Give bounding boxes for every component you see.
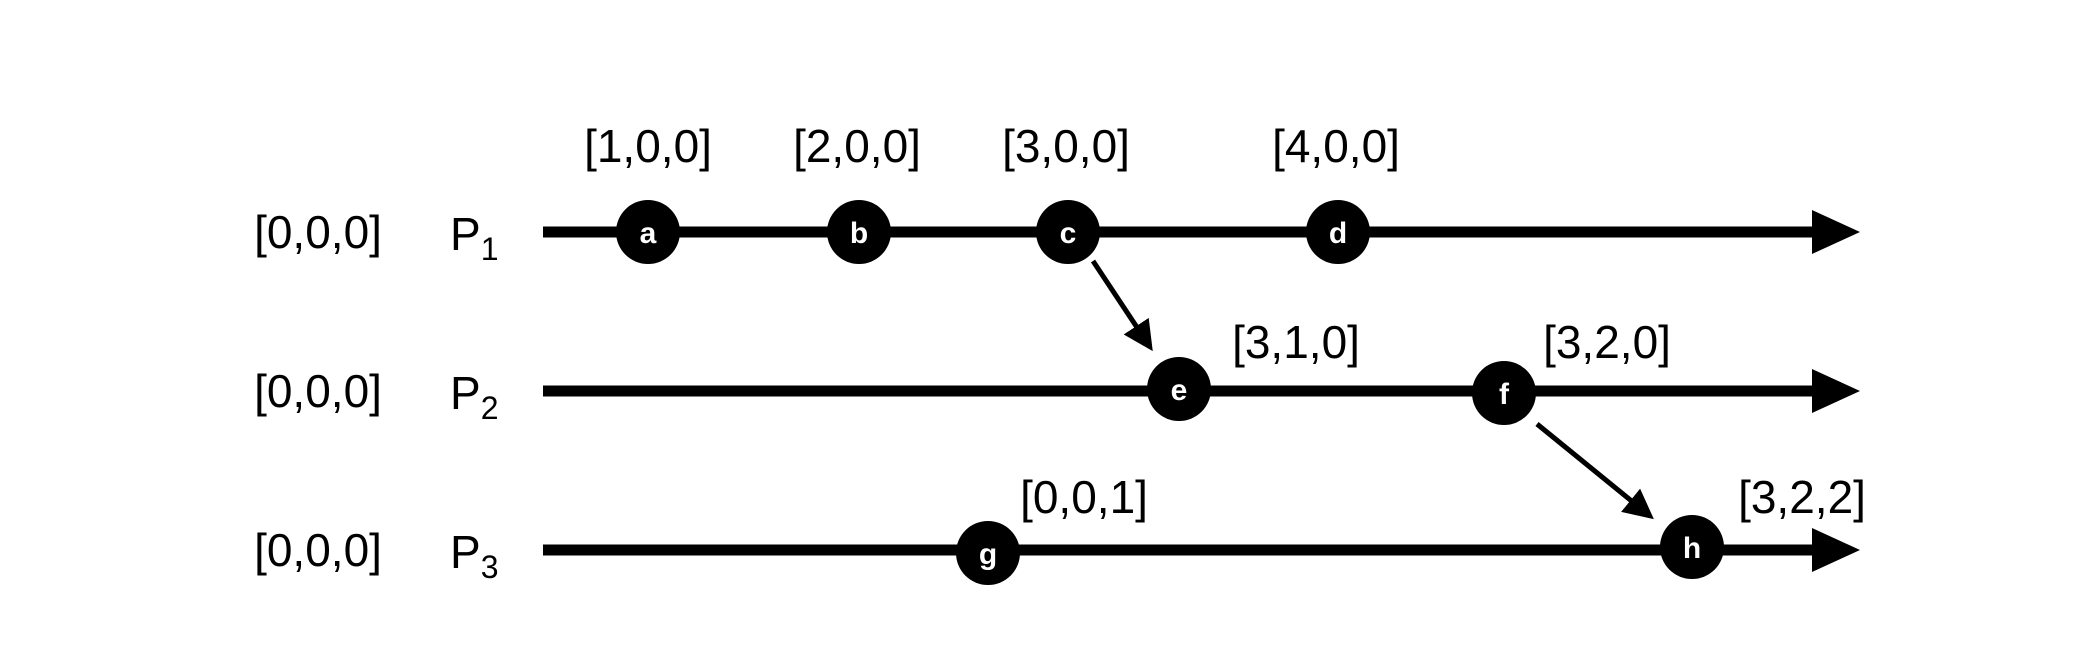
event-g: g — [956, 521, 1020, 585]
clock-h: [3,2,2] — [1738, 471, 1866, 523]
svg-text:d: d — [1329, 217, 1347, 250]
initial-clock-p3: [0,0,0] — [254, 524, 382, 576]
svg-text:e: e — [1171, 374, 1188, 407]
event-e: e — [1147, 357, 1211, 421]
event-c: c — [1036, 200, 1100, 264]
arrowhead-icon — [1812, 369, 1860, 413]
arrowhead-icon — [1812, 528, 1860, 572]
initial-clock-p1: [0,0,0] — [254, 206, 382, 258]
event-b: b — [827, 200, 891, 264]
event-d: d — [1306, 200, 1370, 264]
process-label-p3: P3 — [450, 526, 498, 585]
clock-f: [3,2,0] — [1543, 316, 1671, 368]
svg-text:b: b — [850, 217, 868, 250]
clock-a: [1,0,0] — [584, 120, 712, 172]
event-a: a — [616, 200, 680, 264]
clock-e: [3,1,0] — [1232, 316, 1360, 368]
timeline-p3 — [543, 528, 1860, 572]
clock-b: [2,0,0] — [793, 120, 921, 172]
clock-c: [3,0,0] — [1002, 120, 1130, 172]
timeline-p1 — [543, 210, 1860, 254]
clock-d: [4,0,0] — [1272, 120, 1400, 172]
event-f: f — [1472, 361, 1536, 425]
event-h: h — [1660, 515, 1724, 579]
process-label-p2: P2 — [450, 367, 498, 426]
clock-g: [0,0,1] — [1020, 471, 1148, 523]
message-f-to-h — [1535, 422, 1654, 520]
message-c-to-e — [1090, 259, 1153, 352]
svg-text:f: f — [1499, 378, 1510, 411]
initial-clock-p2: [0,0,0] — [254, 365, 382, 417]
svg-text:c: c — [1060, 217, 1077, 250]
svg-text:h: h — [1683, 532, 1701, 565]
arrowhead-icon — [1812, 210, 1860, 254]
svg-text:g: g — [979, 538, 997, 571]
process-label-p1: P1 — [450, 208, 498, 267]
svg-text:a: a — [640, 217, 657, 250]
